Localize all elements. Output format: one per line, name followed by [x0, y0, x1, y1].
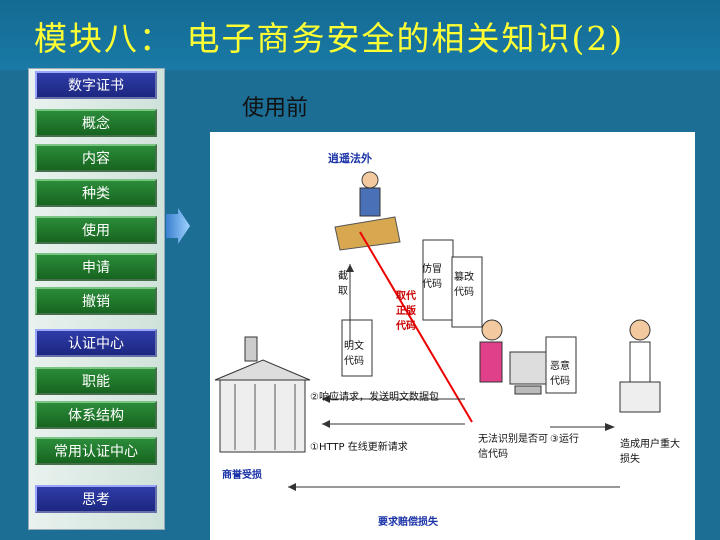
subtitle: 使用前	[242, 96, 309, 121]
tamper-label: 篡改代码	[454, 272, 474, 298]
sidebar-item-revoke[interactable]: 撤销	[35, 287, 157, 315]
user-figure	[479, 319, 547, 395]
unable-label: 无法识别是否可信代码	[478, 434, 548, 460]
diagram: 逍遥法外 仿冒代码 篡改代码 截取 取代正版代码 明文代码 恶意代码 ②响应请求…	[210, 132, 695, 540]
tamper-code-doc	[451, 256, 483, 328]
malicious-doc	[545, 336, 577, 394]
request-label: ①HTTP 在线更新请求	[310, 442, 408, 453]
attack-line	[359, 231, 473, 423]
claim-label: 要求赔偿损失	[378, 517, 438, 528]
sidebar-item-types[interactable]: 种类	[35, 179, 157, 207]
hacker-label: 逍遥法外	[328, 152, 372, 165]
vendor-building	[214, 336, 311, 453]
response-label: ②响应请求，发送明文数据包	[310, 392, 439, 403]
sidebar-item-architecture[interactable]: 体系结构	[35, 401, 157, 429]
victim-figure	[619, 319, 661, 413]
run-label: ③运行	[550, 434, 579, 445]
sidebar-item-functions[interactable]: 职能	[35, 367, 157, 395]
sidebar-item-think[interactable]: 思考	[35, 485, 157, 513]
loss-label: 造成用户重大损失	[620, 439, 680, 465]
diagram-graphics	[214, 171, 661, 491]
sidebar-item-apply[interactable]: 申请	[35, 253, 157, 281]
title-bar: 模块八： 电子商务安全的相关知识(2)	[0, 0, 720, 70]
arrow-right-icon	[166, 208, 190, 244]
sidebar-nav: 数字证书 概念 内容 种类 使用 申请 撤销 认证中心 职能 体系结构 常用认证…	[28, 68, 165, 530]
sidebar-item-usage[interactable]: 使用	[35, 216, 157, 244]
vendor-label: 商誉受损	[222, 470, 262, 481]
fake-code-label: 仿冒代码	[422, 264, 442, 290]
sidebar-item-common-ca[interactable]: 常用认证中心	[35, 437, 157, 465]
hacker-figure	[334, 171, 401, 251]
plaintext-label: 明文代码	[344, 341, 364, 367]
malicious-label: 恶意代码	[550, 361, 570, 387]
sidebar-item-concept[interactable]: 概念	[35, 109, 157, 137]
sidebar-item-digital-cert[interactable]: 数字证书	[35, 71, 157, 99]
sidebar-item-content[interactable]: 内容	[35, 144, 157, 172]
intercept-label: 截取	[338, 271, 348, 297]
plaintext-doc	[341, 319, 373, 377]
sidebar-item-ca[interactable]: 认证中心	[35, 329, 157, 357]
page-title: 模块八： 电子商务安全的相关知识(2)	[34, 19, 625, 58]
replace-label: 取代正版代码	[396, 291, 416, 332]
